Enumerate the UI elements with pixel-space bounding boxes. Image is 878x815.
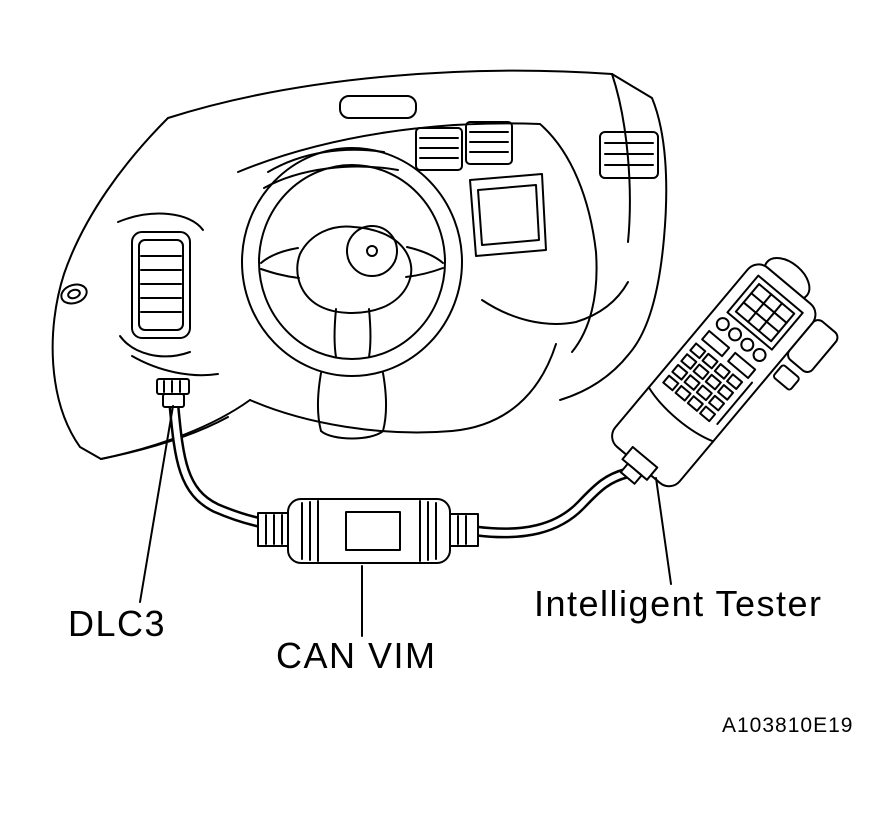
tester-leader-line — [655, 477, 672, 585]
dlc3-leader-line — [139, 405, 174, 603]
tester-cable — [470, 467, 633, 539]
label-dlc3: DLC3 — [68, 603, 167, 644]
dash-top-speaker — [339, 95, 417, 119]
center-display — [469, 173, 547, 257]
label-intelligent-tester: Intelligent Tester — [534, 583, 823, 624]
right-air-vent — [599, 131, 659, 179]
leader-lines — [139, 405, 672, 637]
tester-screen — [726, 274, 804, 351]
left-air-vent — [131, 231, 191, 339]
can-vim-module — [257, 498, 479, 564]
ignition-keyhole — [60, 283, 88, 305]
intelligent-tester-device — [611, 257, 839, 488]
figure-code: A103810E19 — [722, 714, 854, 737]
tester-keypad — [662, 317, 767, 425]
can-vim-label-plate — [345, 511, 401, 551]
dlc3-cable — [168, 400, 292, 533]
steering-wheel — [241, 147, 463, 440]
tester-bottom-connector — [619, 445, 659, 485]
label-can-vim: CAN VIM — [276, 635, 437, 676]
dashboard-illustration — [51, 69, 668, 460]
dlc3-connector — [156, 378, 190, 408]
center-air-vents — [415, 121, 513, 171]
